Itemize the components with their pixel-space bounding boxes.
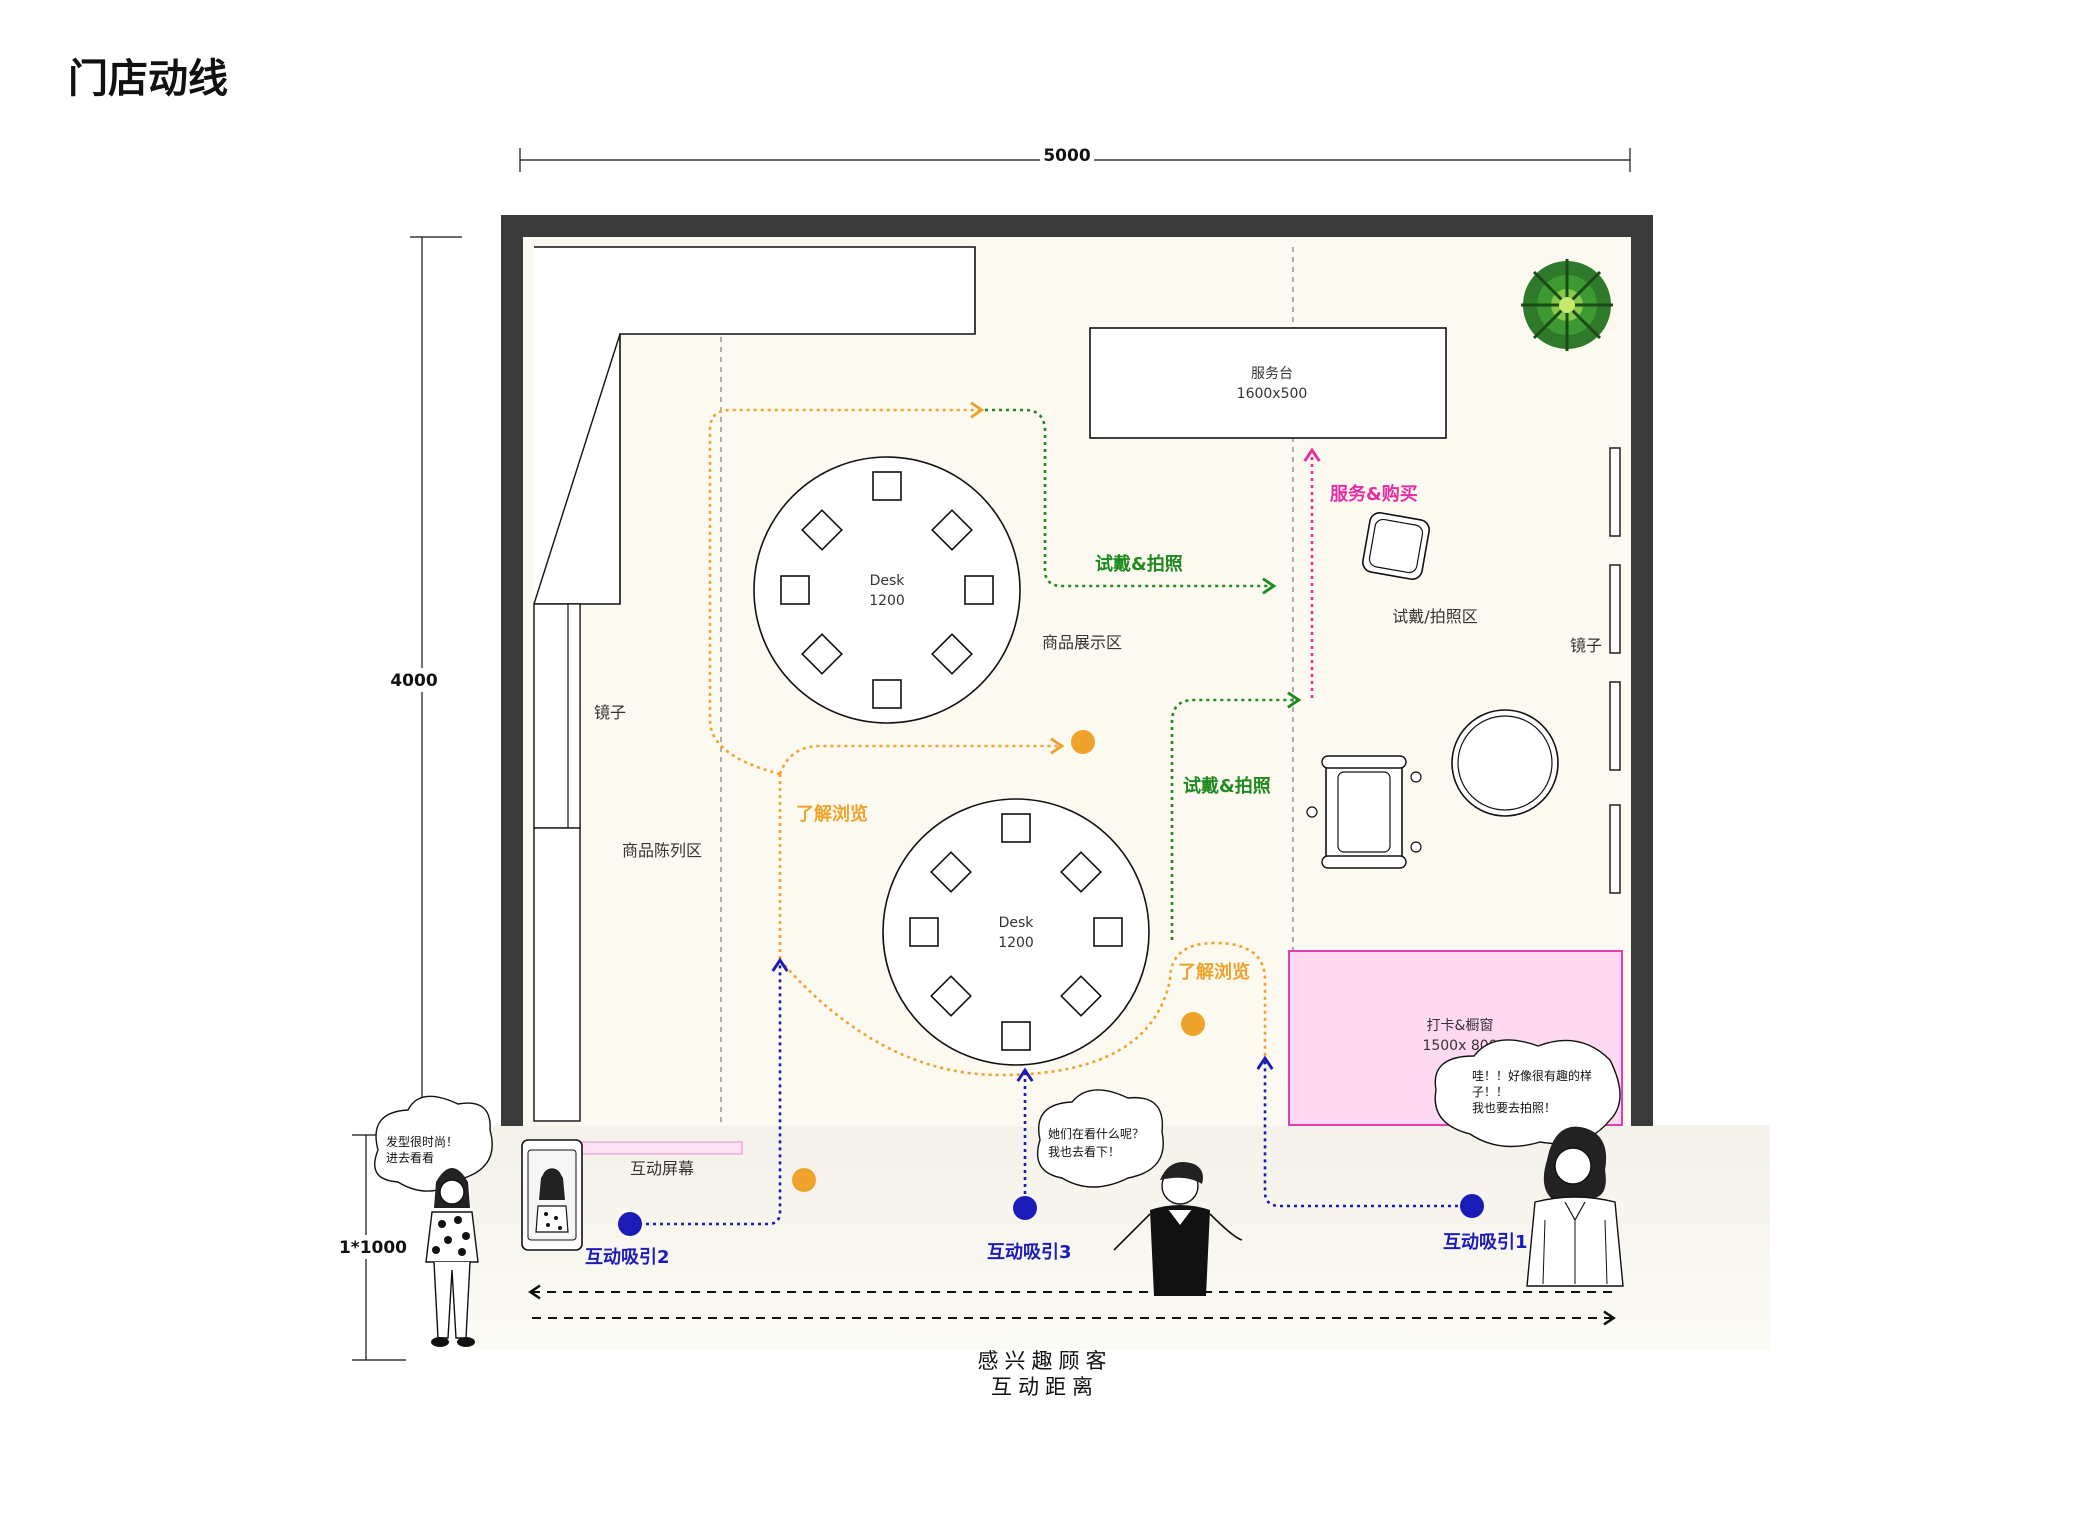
attract-point-2 (618, 1212, 642, 1236)
showcase-area-label: 商品陈列区 (622, 841, 702, 860)
service-desk: 服务台 1600x500 (1089, 327, 1447, 439)
bubble-middle-line-2: 我也去看下！ (1048, 1145, 1120, 1159)
service-desk-size: 1600x500 (1237, 386, 1308, 402)
photo-window-label: 打卡&橱窗 (1427, 1017, 1494, 1034)
left-cabinets (533, 246, 976, 1122)
attract-path-1 (1256, 1055, 1472, 1208)
interactive-screen: 互动屏幕 (521, 1139, 743, 1251)
browse-point-1 (1071, 730, 1095, 754)
top-dimension: 5000 (519, 146, 1631, 172)
attract-point-1 (1460, 1194, 1484, 1218)
street-dimension-label: 1*1000 (339, 1238, 407, 1258)
customer-middle (1113, 1162, 1243, 1296)
service-buy-label: 服务&购买 (1330, 483, 1418, 505)
bubble-right-line-1: 哇！！好像很有趣的样 (1472, 1068, 1592, 1083)
browse-label-1: 了解浏览 (796, 803, 868, 825)
desk-2-label: Desk (999, 915, 1035, 931)
left-dimension: 4000 1*1000 (338, 236, 462, 1361)
speech-bubble-middle: 她们在看什么呢？ 我也去看下！ (1036, 1089, 1164, 1188)
bubble-left-line-2: 进去看看 (386, 1151, 434, 1165)
fitting-area-label: 试戴/拍照区 (1392, 607, 1477, 626)
desk-1: Desk 1200 (753, 456, 1021, 724)
bubble-right-line-2: 子！！ (1472, 1085, 1508, 1099)
bubble-right-line-3: 我也要去拍照！ (1472, 1100, 1556, 1115)
browse-path-bottom (779, 941, 1267, 1077)
service-desk-label: 服务台 (1251, 366, 1293, 382)
bottom-caption-1: 感兴趣顾客 (978, 1349, 1113, 1373)
page-title: 门店动线 (68, 56, 228, 102)
attract-path-2 (632, 957, 789, 1226)
bubble-middle-line-1: 她们在看什么呢？ (1048, 1126, 1144, 1141)
fitting-chair-top (1362, 512, 1430, 580)
armchair (1306, 755, 1422, 869)
speech-bubble-left: 发型很时尚！ 进去看看 (374, 1095, 493, 1192)
mirror-right-label: 镜子 (1570, 636, 1602, 655)
try-photo-label-2: 试戴&拍照 (1183, 775, 1271, 797)
desk-2-size: 1200 (998, 935, 1034, 951)
try-photo-path-right (1170, 691, 1302, 940)
screen-label: 互动屏幕 (630, 1159, 694, 1178)
desk-1-size: 1200 (869, 593, 905, 609)
customer-right (1526, 1126, 1624, 1287)
browse-path-top (708, 401, 985, 776)
bottom-caption-2: 互动距离 (991, 1375, 1099, 1399)
mirror-left-label: 镜子 (594, 703, 626, 722)
height-dimension-label: 4000 (390, 671, 437, 691)
try-photo-path-top (985, 408, 1277, 595)
bubble-left-line-1: 发型很时尚！ (386, 1134, 458, 1149)
browse-label-2: 了解浏览 (1178, 961, 1250, 983)
try-photo-label-1: 试戴&拍照 (1095, 553, 1183, 575)
attract-label-3: 互动吸引3 (987, 1242, 1072, 1263)
browse-point-2 (1181, 1012, 1205, 1036)
right-mirrors (1609, 447, 1621, 894)
attract-label-1: 互动吸引1 (1443, 1232, 1528, 1253)
desk-2: Desk 1200 (882, 798, 1150, 1066)
display-area-label: 商品展示区 (1042, 633, 1122, 652)
speech-bubble-right: 哇！！好像很有趣的样 子！！ 我也要去拍照！ (1434, 1039, 1621, 1148)
attract-point-3 (1013, 1196, 1037, 1220)
desk-1-label: Desk (870, 573, 906, 589)
plant-icon (1521, 259, 1613, 351)
width-dimension-label: 5000 (1043, 146, 1090, 166)
browse-path-middle (778, 737, 1065, 775)
round-side-table (1451, 709, 1559, 817)
browse-point-3 (792, 1168, 816, 1192)
customer-left (425, 1168, 479, 1347)
attract-label-2: 互动吸引2 (585, 1247, 670, 1268)
